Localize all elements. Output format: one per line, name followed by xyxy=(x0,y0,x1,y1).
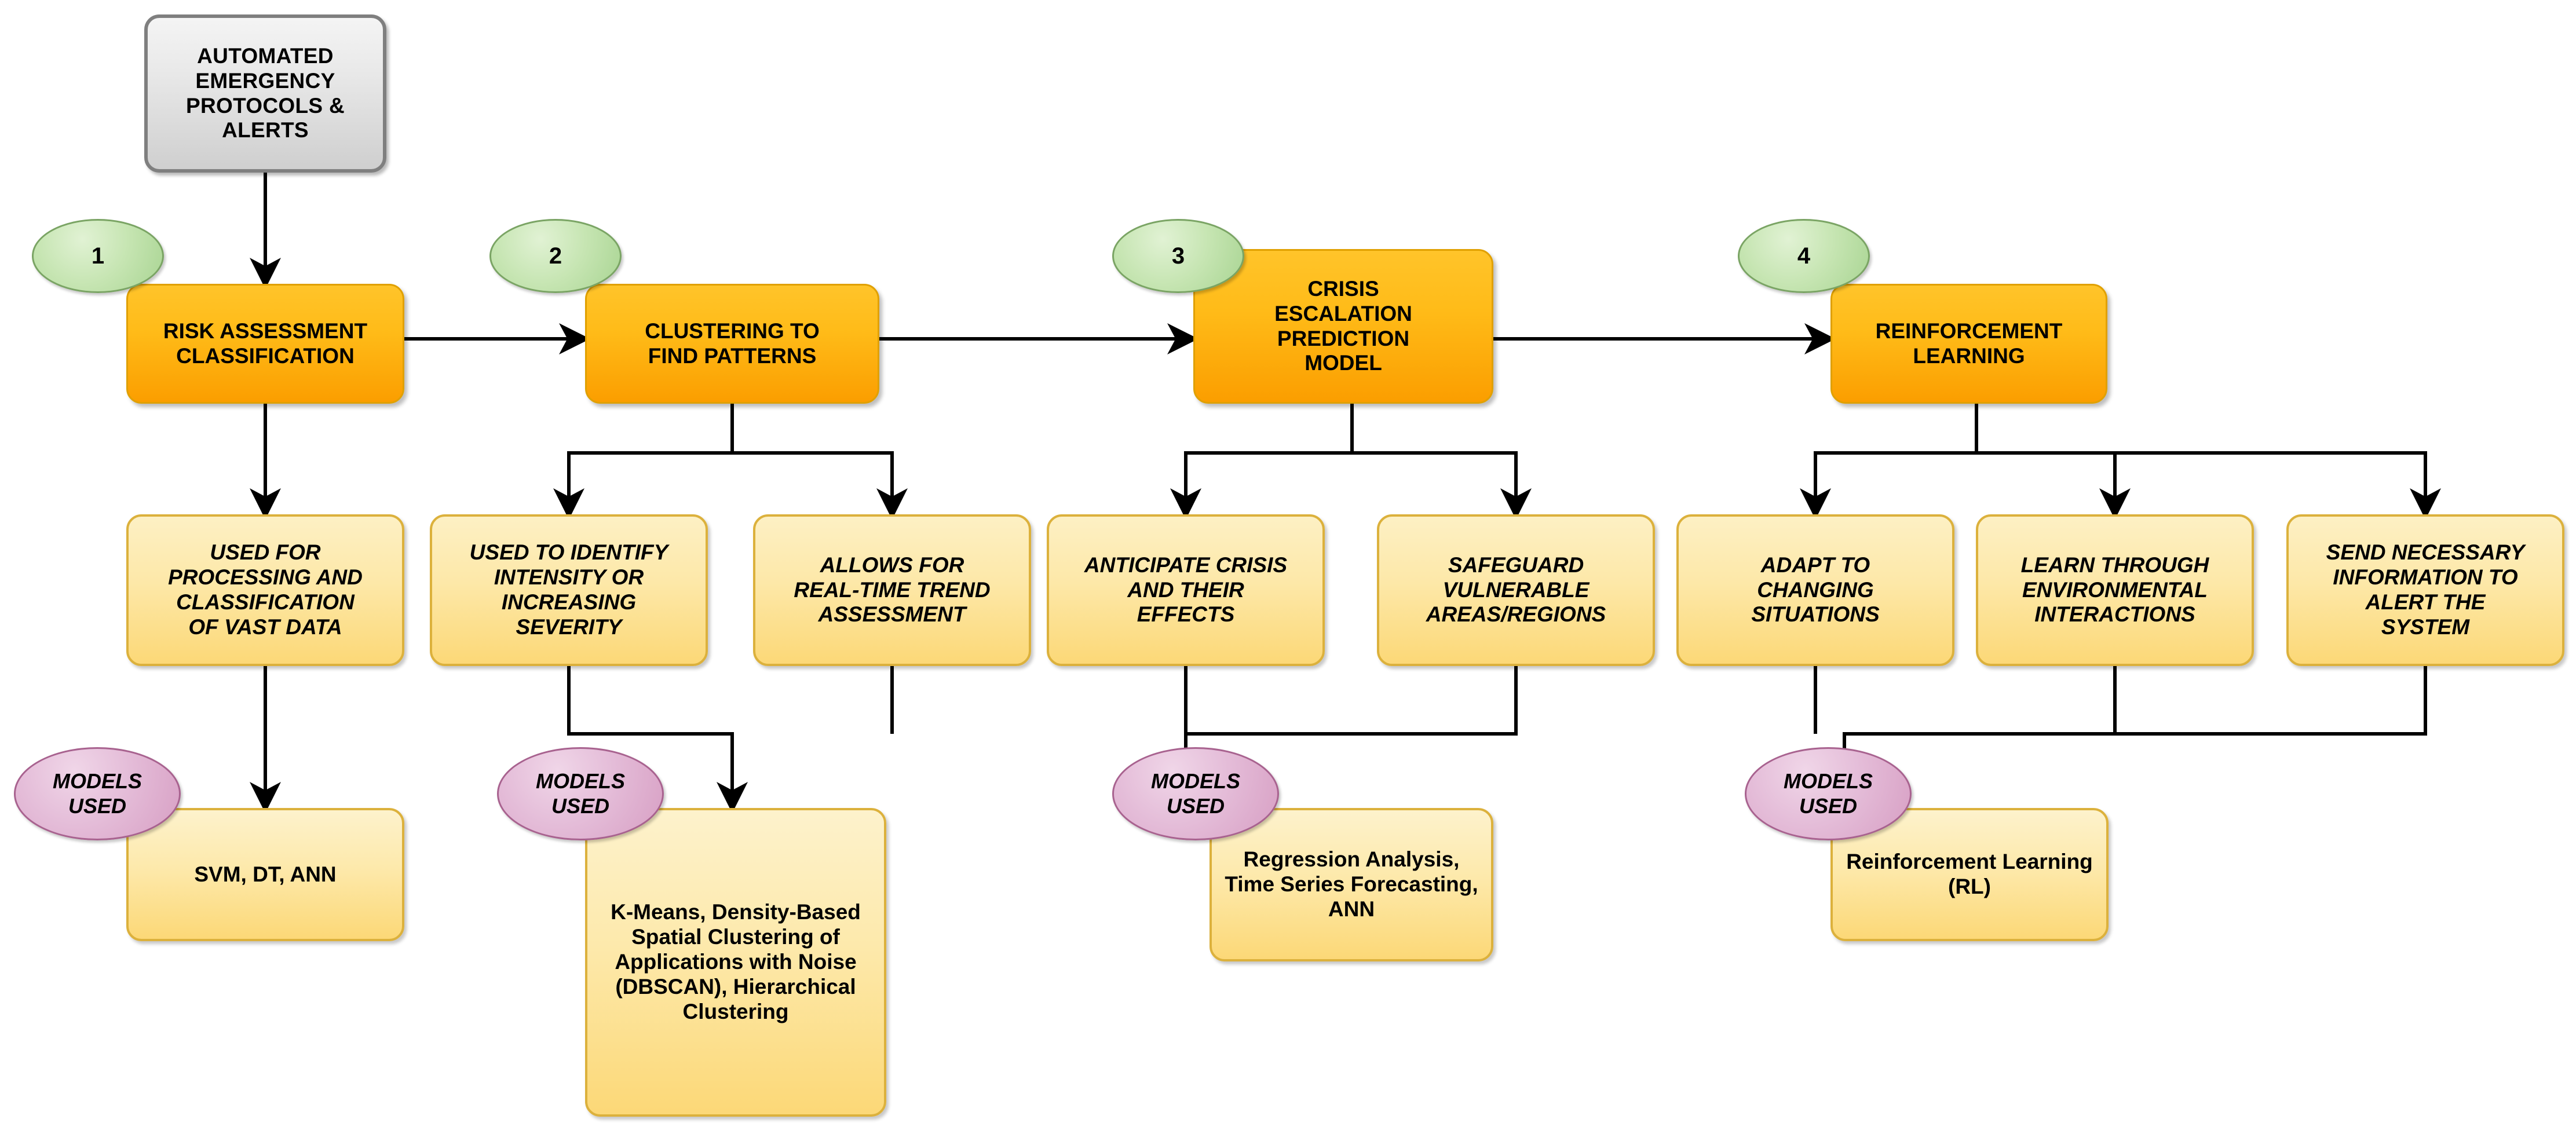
description-node-allows-for-real-time-trend-assessment[interactable]: ALLOWS FOR REAL-TIME TREND ASSESSMENT xyxy=(753,514,1031,666)
stage-node-clustering-to-find-patterns[interactable]: CLUSTERING TO FIND PATTERNS xyxy=(585,284,879,404)
description-node-learn-through-environmental-interactions[interactable]: LEARN THROUGH ENVIRONMENTAL INTERACTIONS xyxy=(1976,514,2254,666)
description-node-anticipate-crisis-and-their-effects[interactable]: ANTICIPATE CRISIS AND THEIR EFFECTS xyxy=(1047,514,1325,666)
models-used-badge-2: MODELS USED xyxy=(497,747,664,840)
step-badge-1: 1 xyxy=(32,219,164,293)
models-node-kmeans-dbscan-hierarchical[interactable]: K-Means, Density-Based Spatial Clusterin… xyxy=(585,808,886,1117)
stage-node-crisis-escalation-prediction-model[interactable]: CRISIS ESCALATION PREDICTION MODEL xyxy=(1193,249,1493,404)
models-node-regression-timeseries-ann[interactable]: Regression Analysis, Time Series Forecas… xyxy=(1210,808,1493,961)
step-badge-2: 2 xyxy=(489,219,622,293)
step-badge-4: 4 xyxy=(1738,219,1870,293)
description-node-safeguard-vulnerable-areas-regions[interactable]: SAFEGUARD VULNERABLE AREAS/REGIONS xyxy=(1377,514,1655,666)
models-used-badge-4: MODELS USED xyxy=(1745,747,1912,840)
step-badge-3: 3 xyxy=(1112,219,1244,293)
description-node-adapt-to-changing-situations[interactable]: ADAPT TO CHANGING SITUATIONS xyxy=(1676,514,1954,666)
stage-node-risk-assessment-classification[interactable]: RISK ASSESSMENT CLASSIFICATION xyxy=(126,284,404,404)
stage-node-reinforcement-learning[interactable]: REINFORCEMENT LEARNING xyxy=(1830,284,2107,404)
description-node-used-to-identify-intensity[interactable]: USED TO IDENTIFY INTENSITY OR INCREASING… xyxy=(430,514,708,666)
start-node-automated-emergency-protocols[interactable]: AUTOMATED EMERGENCY PROTOCOLS & ALERTS xyxy=(144,14,386,173)
models-used-badge-1: MODELS USED xyxy=(14,747,181,840)
description-node-used-for-processing-and-classification[interactable]: USED FOR PROCESSING AND CLASSIFICATION O… xyxy=(126,514,404,666)
models-node-svm-dt-ann[interactable]: SVM, DT, ANN xyxy=(126,808,404,941)
models-used-badge-3: MODELS USED xyxy=(1112,747,1279,840)
description-node-send-necessary-information-to-alert-the-system[interactable]: SEND NECESSARY INFORMATION TO ALERT THE … xyxy=(2286,514,2564,666)
